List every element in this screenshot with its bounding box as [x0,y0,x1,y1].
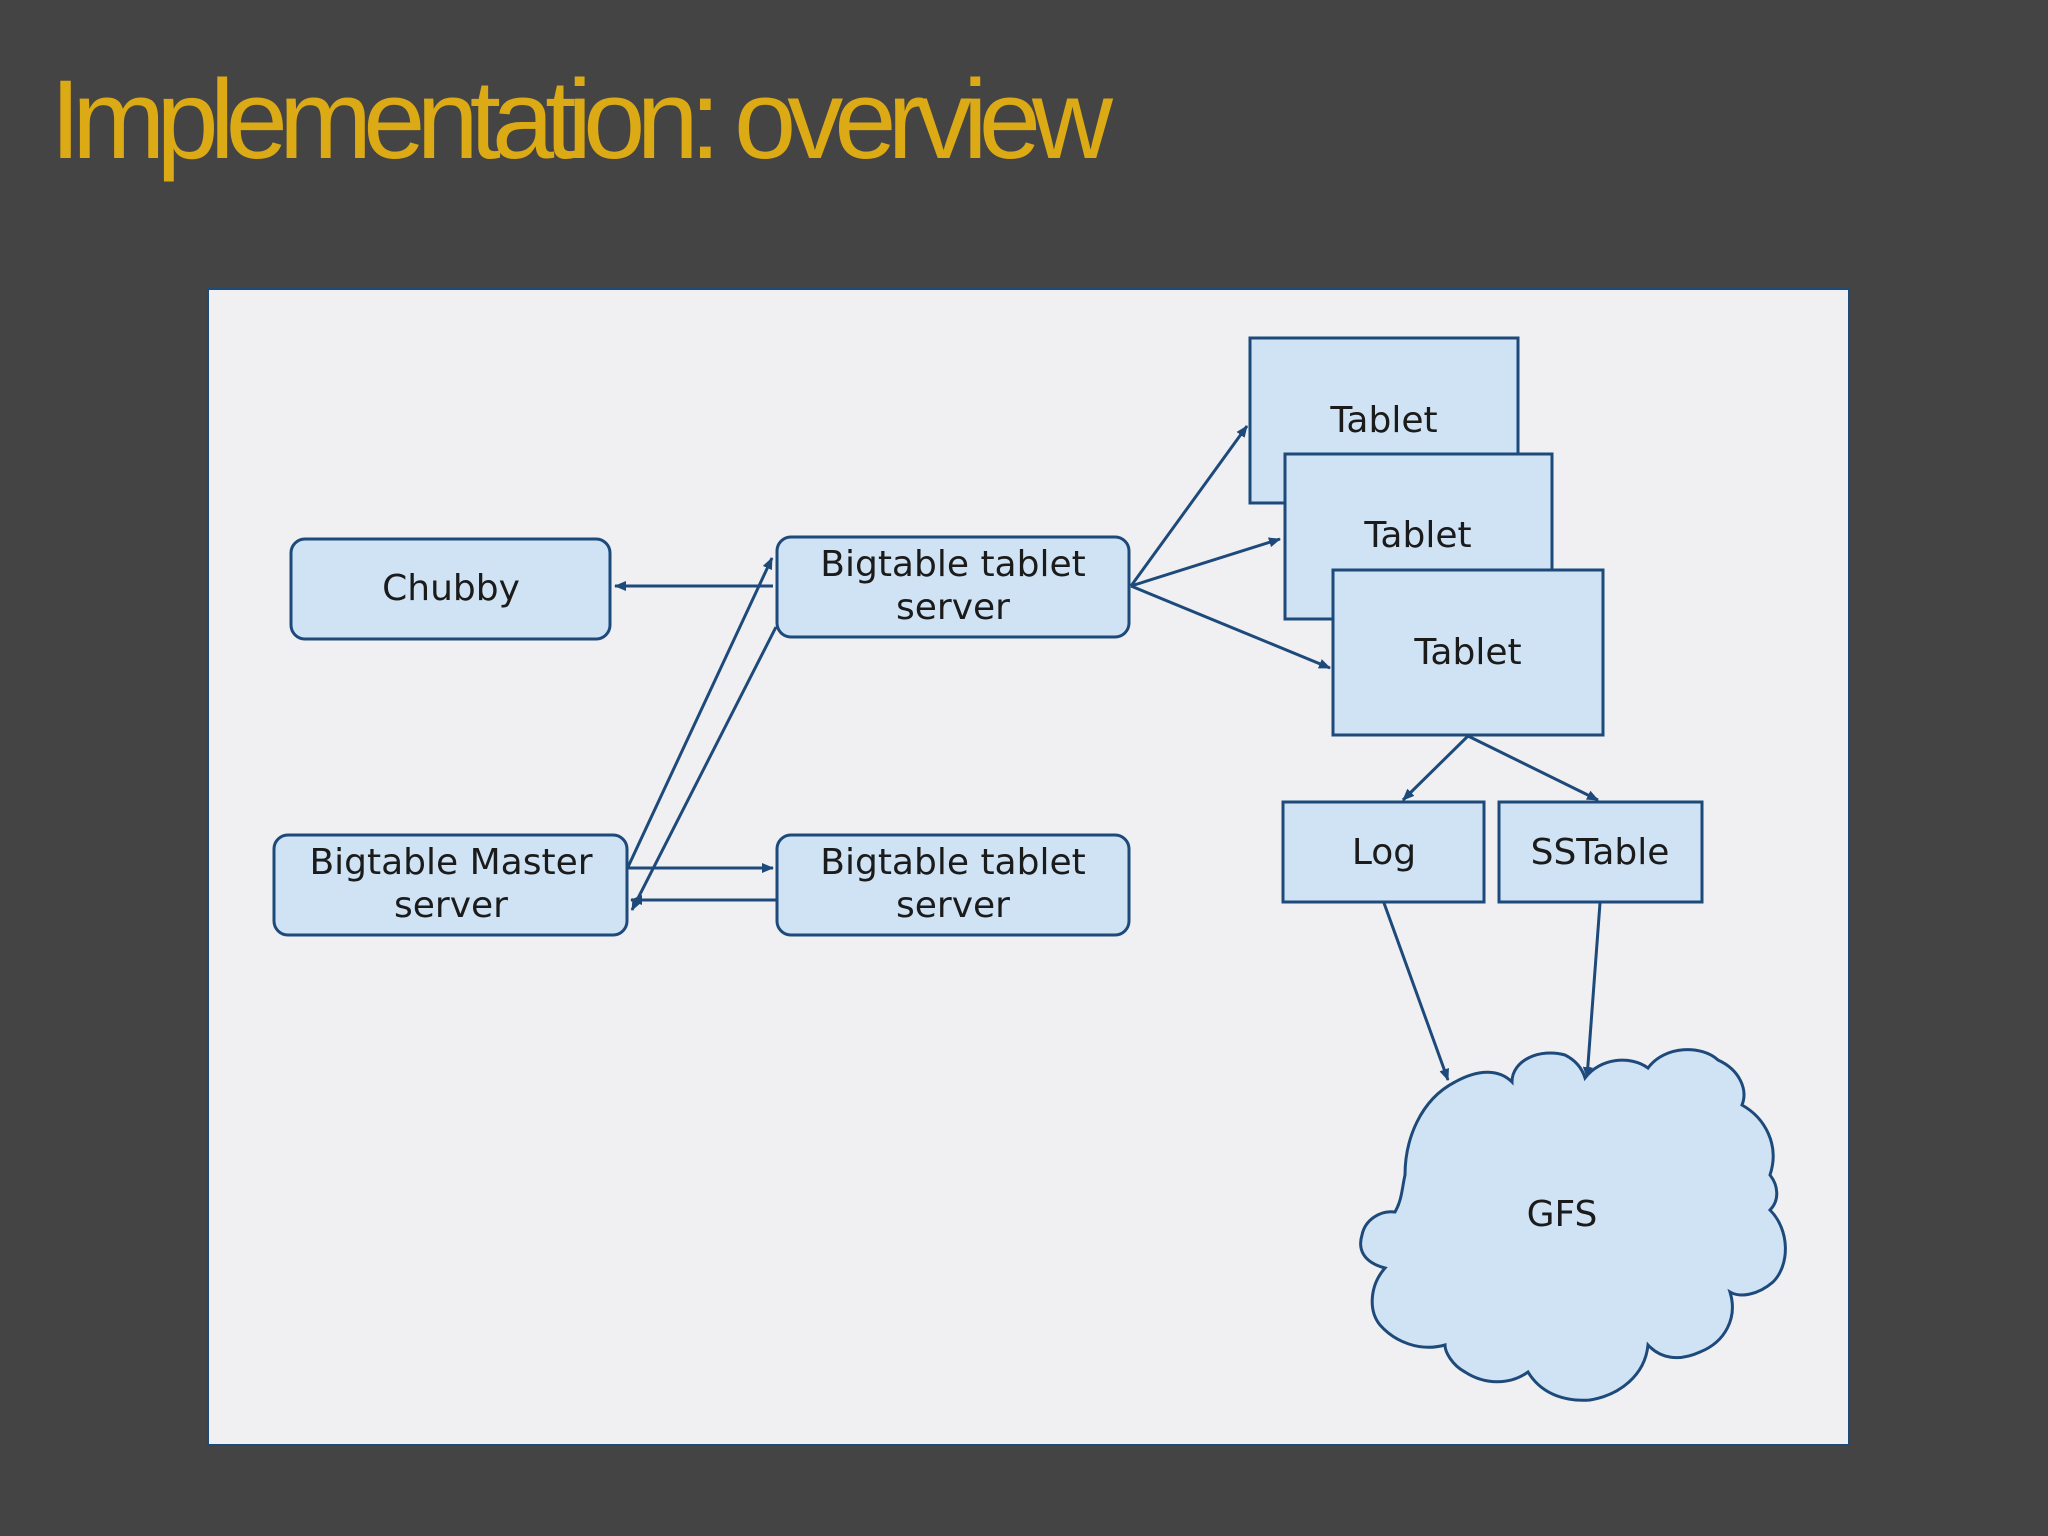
chubby-label: Chubby [382,568,520,609]
tablet-server-bottom-label-line1: Bigtable tablet [820,842,1085,883]
arrow-tablet-server-to-tablet-2 [1130,537,1281,588]
arrow-tablet-to-sstable [1467,734,1599,802]
tablet-server-top-label-line1: Bigtable tablet [820,544,1085,585]
gfs-cloud-node: GFS [1359,1048,1787,1402]
master-server-node: Bigtable Master server [272,833,629,937]
cloud-icon [1359,1048,1787,1402]
connectors [614,425,1602,1081]
tablet-2-label: Tablet [1363,515,1471,556]
arrow-master-to-tablet-server-top [626,557,774,868]
tablet-server-top-label-line2: server [896,587,1010,628]
slide-title: Implementation: overview [50,57,1113,182]
tablet-node-3: Tablet [1331,568,1605,737]
log-node: Log [1281,800,1486,904]
sstable-label: SSTable [1531,832,1670,873]
arrow-sstable-to-gfs [1582,902,1602,1079]
gfs-label: GFS [1527,1194,1598,1235]
tablet-server-bottom-node: Bigtable tablet server [775,833,1131,937]
master-server-label-line1: Bigtable Master [309,842,592,883]
tablet-1-label: Tablet [1329,400,1437,441]
tablet-server-top-node: Bigtable tablet server [775,535,1131,639]
arrow-tablet-server-top-to-master [630,626,778,911]
arrow-tablet-to-log [1401,734,1470,802]
log-label: Log [1352,832,1416,873]
arrow-tablet-server-to-tablet-3 [1130,584,1331,670]
chubby-node: Chubby [289,537,612,641]
tablet-3-label: Tablet [1413,632,1521,673]
arrow-log-to-gfs [1382,902,1450,1081]
arrow-tablet-server-to-tablet-1 [1129,425,1249,587]
master-server-label-line2: server [394,885,508,926]
tablet-node-2: Tablet [1283,452,1554,621]
sstable-node: SSTable [1497,800,1704,904]
tablet-server-bottom-label-line2: server [896,885,1010,926]
